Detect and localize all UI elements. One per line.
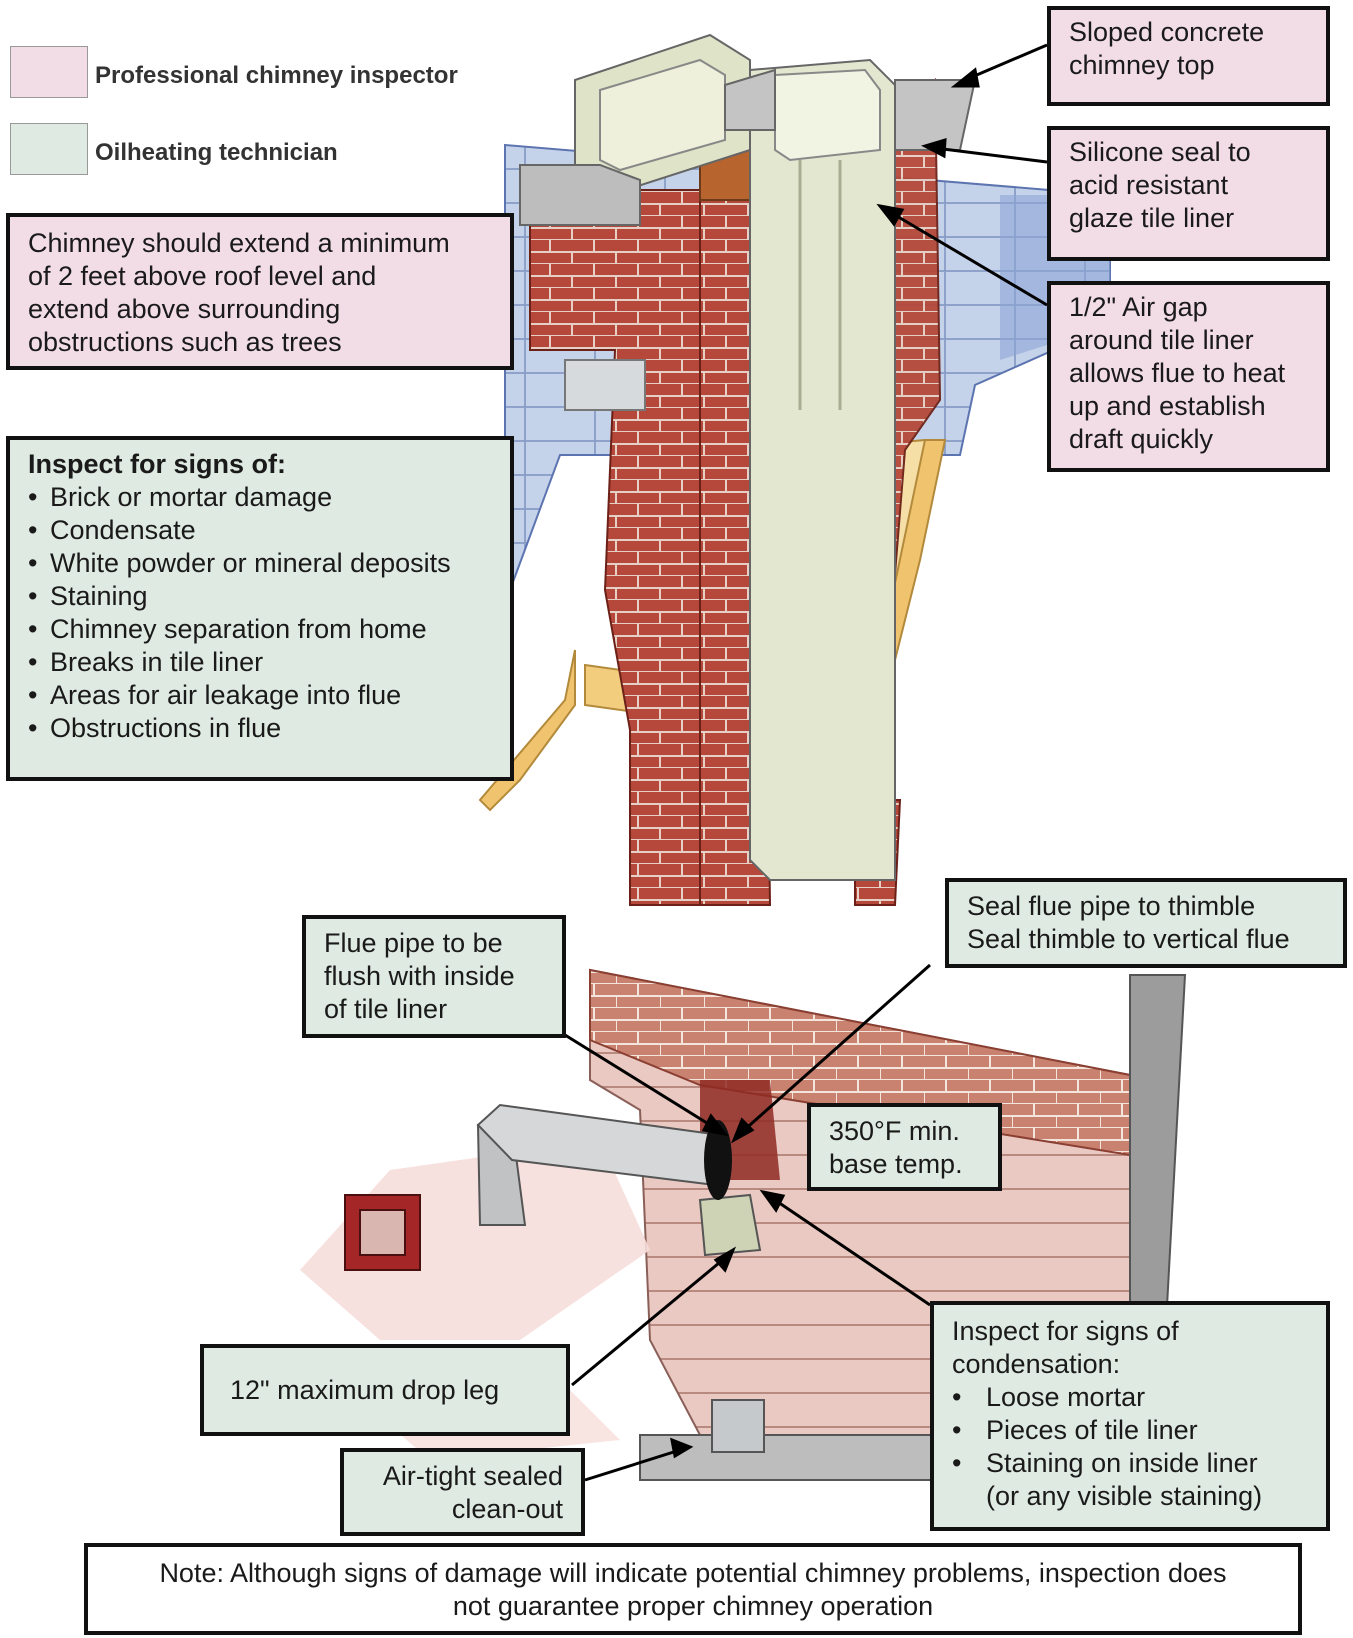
- callout-text-line: 12" maximum drop leg: [230, 1374, 548, 1407]
- callout-text-line: Seal flue pipe to thimble: [967, 890, 1325, 923]
- callout-text-line: base temp.: [829, 1148, 980, 1181]
- callout-text-line: clean-out: [362, 1493, 563, 1526]
- list-item: Loose mortar: [952, 1381, 1308, 1414]
- callout-clean-out: Air-tight sealed clean-out: [340, 1448, 585, 1536]
- note-box: Note: Although signs of damage will indi…: [84, 1543, 1302, 1635]
- callout-text-line: 350°F min.: [829, 1115, 980, 1148]
- note-text-line: Note: Although signs of damage will indi…: [106, 1557, 1280, 1590]
- list-item: Staining: [28, 580, 492, 613]
- legend-label-inspector: Professional chimney inspector: [95, 62, 458, 90]
- callout-inspect-signs: Inspect for signs of: Brick or mortar da…: [6, 436, 514, 781]
- callout-text-line: Silicone seal to: [1069, 136, 1308, 169]
- list-item: Obstructions in flue: [28, 712, 492, 745]
- callout-text-line: flush with inside: [324, 960, 544, 993]
- callout-text-line: chimney top: [1069, 49, 1308, 82]
- list-item: Breaks in tile liner: [28, 646, 492, 679]
- callout-condensation: Inspect for signs of condensation: Loose…: [930, 1301, 1330, 1531]
- callout-text-line: extend above surrounding: [28, 293, 492, 326]
- inspect-signs-list: Brick or mortar damage Condensate White …: [28, 481, 492, 745]
- list-item: Pieces of tile liner: [952, 1414, 1308, 1447]
- callout-text-line: obstructions such as trees: [28, 326, 492, 359]
- callout-text-line: Flue pipe to be: [324, 927, 544, 960]
- list-item: Condensate: [28, 514, 492, 547]
- callout-text-line: 1/2" Air gap: [1069, 291, 1308, 324]
- condensation-list: Loose mortar Pieces of tile liner Staini…: [952, 1381, 1308, 1480]
- callout-text-line: up and establish: [1069, 390, 1308, 423]
- callout-text-line: Inspect for signs of: [952, 1315, 1308, 1348]
- callout-drop-leg: 12" maximum drop leg: [200, 1344, 570, 1436]
- callout-text-line: Sloped concrete: [1069, 16, 1308, 49]
- callout-text-line: condensation:: [952, 1348, 1308, 1381]
- list-item: Brick or mortar damage: [28, 481, 492, 514]
- note-text-line: not guarantee proper chimney operation: [106, 1590, 1280, 1623]
- callout-sloped-concrete-top: Sloped concrete chimney top: [1047, 6, 1330, 106]
- callout-text-line: draft quickly: [1069, 423, 1308, 456]
- list-item: Chimney separation from home: [28, 613, 492, 646]
- callout-seal-flue: Seal flue pipe to thimble Seal thimble t…: [945, 878, 1347, 968]
- callout-silicone-seal: Silicone seal to acid resistant glaze ti…: [1047, 126, 1330, 261]
- legend-swatch-technician: [10, 123, 88, 175]
- callout-text-line: allows flue to heat: [1069, 357, 1308, 390]
- callout-text-line: (or any visible staining): [952, 1480, 1308, 1513]
- callout-text-line: of 2 feet above roof level and: [28, 260, 492, 293]
- callout-flue-flush: Flue pipe to be flush with inside of til…: [302, 915, 566, 1038]
- callout-text-line: glaze tile liner: [1069, 202, 1308, 235]
- callout-text-line: Chimney should extend a minimum: [28, 227, 492, 260]
- callout-text-line: Air-tight sealed: [362, 1460, 563, 1493]
- list-item: Areas for air leakage into flue: [28, 679, 492, 712]
- callout-text-line: around tile liner: [1069, 324, 1308, 357]
- callout-text-line: Seal thimble to vertical flue: [967, 923, 1325, 956]
- legend-label-technician: Oilheating technician: [95, 139, 338, 167]
- legend-swatch-inspector: [10, 46, 88, 98]
- callout-text-line: acid resistant: [1069, 169, 1308, 202]
- list-item: White powder or mineral deposits: [28, 547, 492, 580]
- list-item: Staining on inside liner: [952, 1447, 1308, 1480]
- callout-chimney-height: Chimney should extend a minimum of 2 fee…: [6, 213, 514, 370]
- inspect-signs-title: Inspect for signs of:: [28, 448, 492, 481]
- callout-base-temp: 350°F min. base temp.: [807, 1103, 1002, 1191]
- callout-air-gap: 1/2" Air gap around tile liner allows fl…: [1047, 281, 1330, 472]
- callout-text-line: of tile liner: [324, 993, 544, 1026]
